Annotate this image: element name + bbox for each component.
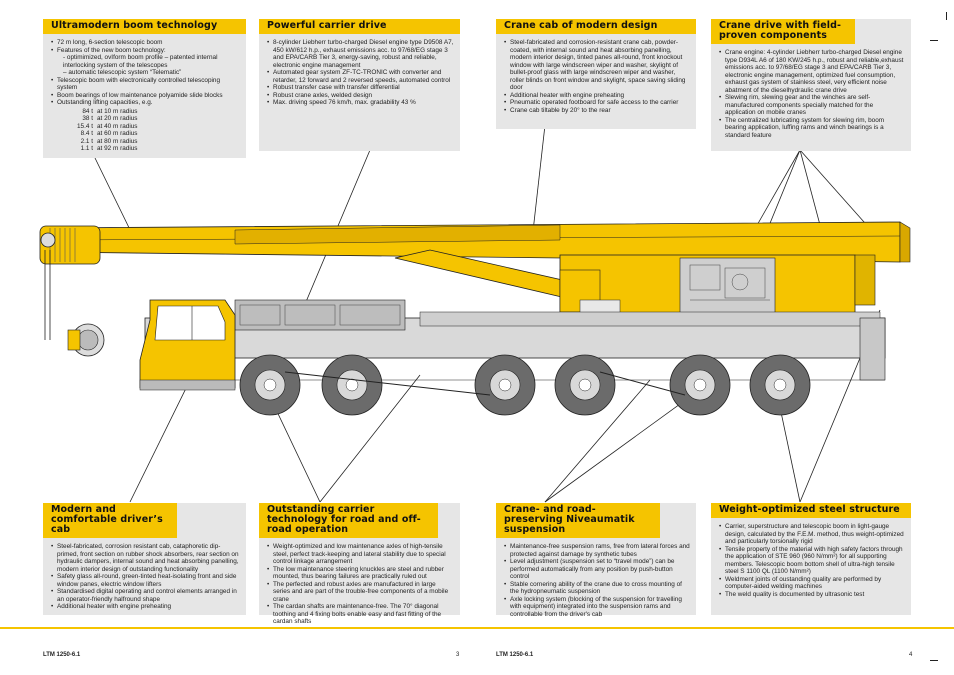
feature-list: 8-cylinder Liebherr turbo-charged Diesel…	[259, 34, 460, 113]
feature-list: Carrier, superstructure and telescopic b…	[711, 518, 911, 604]
list-item: Carrier, superstructure and telescopic b…	[719, 523, 905, 546]
table-row: 2.1 t at 80 m radius	[69, 138, 140, 146]
crop-mark	[930, 40, 938, 41]
list-item: Additional heater with engine preheating	[51, 603, 240, 611]
list-item: - optimimized, ovIform boom profile – pa…	[63, 54, 218, 69]
box-steel-structure: Weight-optimized steel structure Carrier…	[711, 503, 911, 615]
list-item: Pneumatic operated footboard for safe ac…	[504, 99, 690, 107]
capacity-value: 8.4 t	[80, 130, 93, 137]
list-item: 72 m long, 6-section telescopic boom	[51, 39, 240, 47]
capacity-radius: at 40 m radius	[97, 122, 138, 130]
capacity-radius: at 80 m radius	[97, 137, 138, 145]
box-title: Outstanding carrier technology for road …	[259, 503, 438, 538]
list-item: Axle locking system (blocking of the sus…	[504, 596, 690, 619]
box-title: Crane cab of modern design	[496, 19, 696, 34]
feature-list: Weight-optimized and low maintenance axl…	[259, 538, 460, 632]
footer-page-left: 3	[456, 652, 460, 658]
carrier-chassis	[144, 299, 886, 381]
footer-rule	[0, 627, 954, 629]
box-title: Modern and comfortable driver’s cab	[43, 503, 177, 538]
capacity-radius: at 60 m radius	[97, 130, 138, 137]
footer-model-right: LTM 1250-6.1	[496, 652, 534, 658]
table-row: 84 t at 10 m radius	[69, 108, 140, 116]
feature-list: Maintenance-free suspension rams, free f…	[496, 538, 696, 624]
list-item: The cardan shafts are maintenance-free. …	[267, 603, 454, 626]
list-item: Weight-optimized and low maintenance axl…	[267, 543, 454, 566]
capacity-table: 84 t at 10 m radius 38 t at 20 m radius 15…	[69, 108, 140, 153]
list-item: Additional heater with engine preheating	[504, 92, 690, 100]
list-item: Safety glass all-round, green-tinted hea…	[51, 573, 240, 588]
list-item: Robust transfer case with transfer diffe…	[267, 84, 454, 92]
telescopic-boom	[39, 221, 911, 340]
list-item: Weldment joints of oustanding quality ar…	[719, 576, 905, 591]
list-item: 8-cylinder Liebherr turbo-charged Diesel…	[267, 39, 454, 69]
table-row: 38 t at 20 m radius	[69, 115, 140, 123]
table-row: 1.1 t at 92 m radius	[69, 145, 140, 153]
list-item: Boom bearings of low maintenance polyami…	[51, 92, 240, 100]
box-suspension: Crane- and road-preserving Niveaumatik s…	[496, 503, 696, 618]
list-item: Steel-fabricated, corrosion resistant ca…	[51, 543, 240, 573]
list-item: Maintenance-free suspension rams, free f…	[504, 543, 690, 558]
list-item: The centralized lubricating system for s…	[719, 117, 905, 140]
footer-model-left: LTM 1250-6.1	[43, 652, 81, 658]
list-item: The weld quality is documented by ultras…	[719, 591, 905, 599]
box-title: Powerful carrier drive	[259, 19, 460, 34]
list-item: The perfected and robust axles are manuf…	[267, 581, 454, 604]
list-item: Standardised digital operating and contr…	[51, 588, 240, 603]
list-item: Crane cab tiltable by 20° to the rear	[504, 107, 690, 115]
list-item: Stable cornering ability of the crane du…	[504, 581, 690, 596]
list-item: Tensile property of the material with hi…	[719, 546, 905, 576]
list-item: Crane engine: 4-cylinder Liebherr turbo-…	[719, 49, 905, 94]
box-drivers-cab: Modern and comfortable driver’s cab Stee…	[43, 503, 246, 615]
wheels	[239, 354, 811, 416]
capacity-value: 15.4 t	[77, 122, 93, 130]
capacity-value: 84 t	[82, 107, 93, 115]
capacity-value: 38 t	[82, 115, 93, 122]
capacity-value: 2.1 t	[80, 137, 93, 145]
box-title: Ultramodern boom technology	[43, 19, 246, 34]
table-row: 8.4 t at 60 m radius	[69, 130, 140, 138]
list-item: – automatic telescopic system “Telematic…	[63, 69, 182, 76]
list-item: Features of the new boom technology:	[51, 47, 240, 55]
feature-list: 72 m long, 6-section telescopic boom Fea…	[43, 34, 246, 113]
crop-mark	[930, 660, 938, 661]
capacity-value: 1.1 t	[80, 145, 93, 152]
box-boom-technology: Ultramodern boom technology 72 m long, 6…	[43, 19, 246, 158]
cardan-shafts	[284, 371, 686, 396]
superstructure	[559, 254, 876, 321]
box-carrier-technology: Outstanding carrier technology for road …	[259, 503, 460, 625]
box-title: Crane drive with field-proven components	[711, 19, 855, 44]
list-item: Automated gear system ZF-TC-TRONIC with …	[267, 69, 454, 84]
hook-block	[67, 323, 105, 357]
driver-cab	[139, 299, 236, 391]
footer-page-right: 4	[909, 652, 913, 658]
box-title: Weight-optimized steel structure	[711, 503, 911, 518]
list-item: Slewing rim, slewing gear and the winche…	[719, 94, 905, 117]
capacity-radius: at 20 m radius	[97, 115, 138, 122]
box-crane-drive: Crane drive with field-proven components…	[711, 19, 911, 151]
list-item: Steel-fabricated and corrosion-resistant…	[504, 39, 690, 92]
feature-list: Steel-fabricated and corrosion-resistant…	[496, 34, 696, 120]
capacity-radius: at 10 m radius	[97, 107, 138, 115]
box-carrier-drive: Powerful carrier drive 8-cylinder Liebhe…	[259, 19, 460, 151]
list-item: Outstanding lifting capacities, e.g.	[51, 99, 240, 107]
list-item: Robust crane axles, welded design	[267, 92, 454, 100]
box-crane-cab: Crane cab of modern design Steel-fabrica…	[496, 19, 696, 129]
list-item: The low maintenance steering knuckles ar…	[267, 566, 454, 581]
list-item: Level adjustment (suspension set to “tra…	[504, 558, 690, 581]
feature-list: Crane engine: 4-cylinder Liebherr turbo-…	[711, 44, 911, 145]
feature-list: Steel-fabricated, corrosion resistant ca…	[43, 538, 246, 617]
box-title: Crane- and road-preserving Niveaumatik s…	[496, 503, 660, 538]
list-item: Max. driving speed 76 km/h, max. gradabi…	[267, 99, 454, 107]
table-row: 15.4 t at 40 m radius	[69, 123, 140, 131]
list-item: Telescopic boom with electronically cont…	[51, 77, 240, 92]
capacity-radius: at 92 m radius	[97, 145, 138, 152]
crop-mark	[946, 12, 947, 20]
